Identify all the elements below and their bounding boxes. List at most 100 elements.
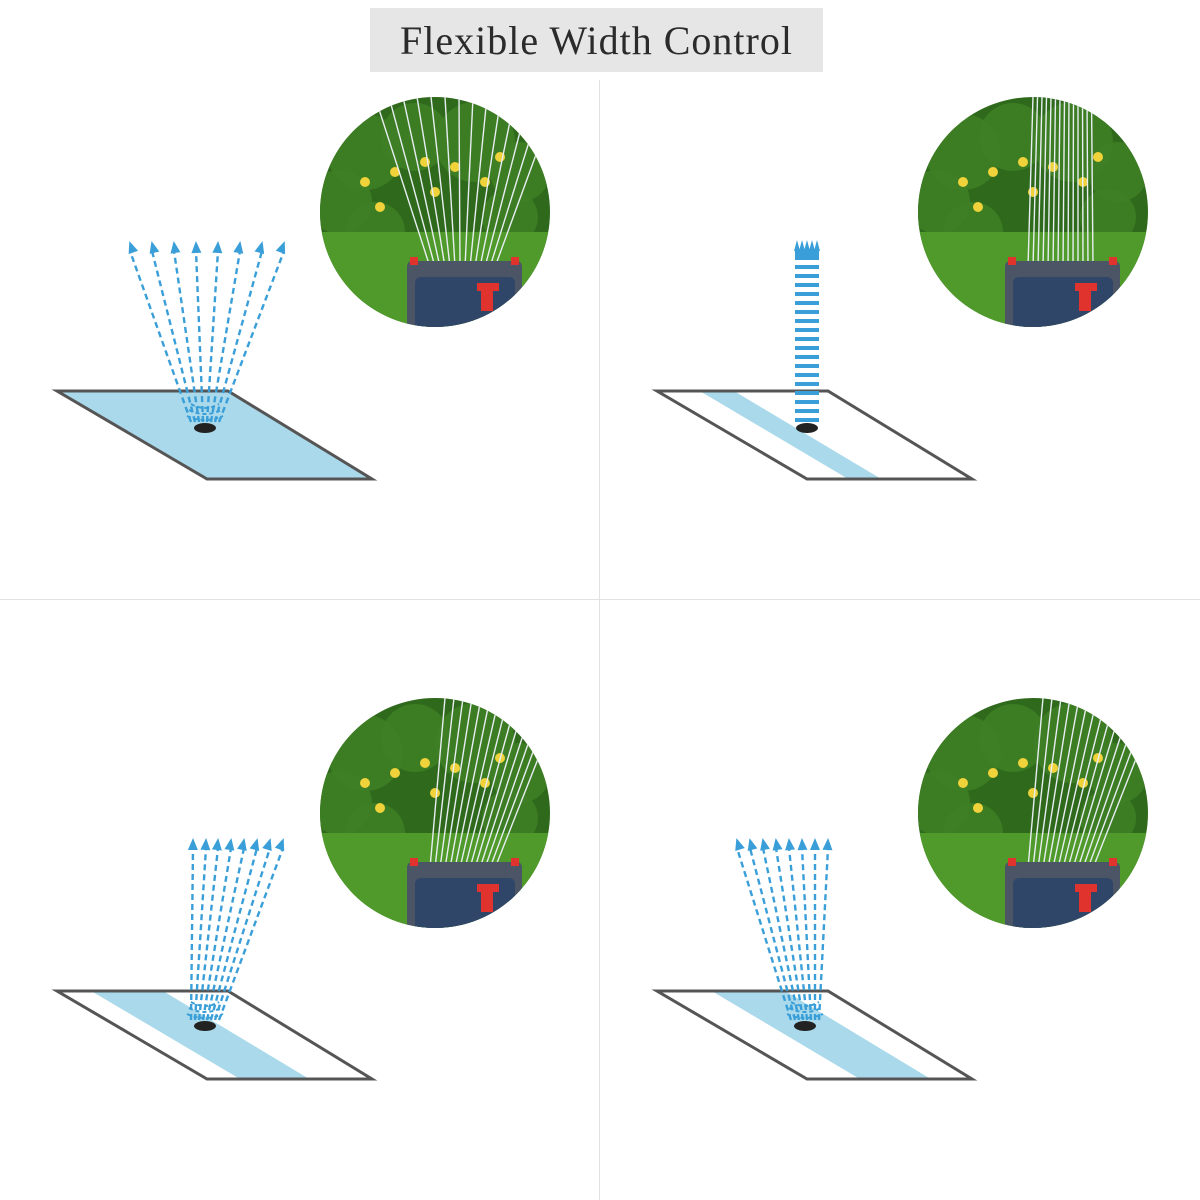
water-stream <box>1072 97 1075 268</box>
sprinkler-face <box>415 878 515 928</box>
water-jet <box>189 847 195 1021</box>
water-jet <box>209 250 242 423</box>
yellow-flower <box>390 167 400 177</box>
water-stream <box>469 698 518 869</box>
water-stream <box>1052 97 1057 268</box>
water-stream <box>416 97 446 268</box>
water-stream <box>479 97 516 268</box>
jet-arrowhead <box>810 838 820 850</box>
full-width-diagram <box>51 97 550 481</box>
water-stream <box>430 97 451 268</box>
spray-jets <box>735 838 833 1031</box>
yellow-flower <box>450 763 460 773</box>
lawn-plate <box>651 989 978 1081</box>
red-cap-right <box>1109 858 1117 866</box>
lawn-outline <box>51 989 378 1081</box>
yellow-flower <box>1048 763 1058 773</box>
nozzle-arc <box>190 403 220 409</box>
water-stream <box>1057 698 1098 869</box>
red-cap-left <box>1008 858 1016 866</box>
nozzle-arc <box>190 1001 220 1007</box>
water-stream <box>1032 698 1053 869</box>
water-coverage-area <box>91 991 310 1079</box>
water-stream <box>388 97 436 268</box>
sprinkler-photo <box>918 698 1148 928</box>
water-jet <box>735 847 793 1021</box>
jet-arrowhead <box>274 838 285 852</box>
water-jet <box>172 250 201 423</box>
yellow-flower <box>375 803 385 813</box>
yellow-flower <box>1093 152 1103 162</box>
yellow-flower <box>430 788 440 798</box>
water-stream <box>1027 97 1034 268</box>
water-stream <box>429 698 446 869</box>
jet-arrowhead <box>211 838 222 851</box>
water-stream <box>1037 97 1043 268</box>
page-title: Flexible Width Control <box>400 17 793 63</box>
bush <box>482 790 538 846</box>
water-coverage-area <box>57 391 372 479</box>
spray-column <box>794 240 820 433</box>
water-stream <box>449 698 482 869</box>
sprinkler-face <box>1013 878 1113 928</box>
sprinkler-hole <box>796 423 818 433</box>
water-jet <box>205 847 246 1021</box>
jet-arrowhead <box>128 241 139 255</box>
water-stream <box>1090 97 1094 268</box>
jet-arrowhead <box>254 241 265 254</box>
red-cap-left <box>410 858 418 866</box>
water-jet <box>205 250 220 423</box>
jet-arrowhead <box>191 241 202 254</box>
jet-arrowhead <box>772 838 783 851</box>
bush <box>1080 189 1136 245</box>
yellow-flower <box>360 177 370 187</box>
water-jet <box>774 847 805 1021</box>
right-side-diagram <box>651 698 1148 1081</box>
jet-arrowhead <box>187 838 198 851</box>
bush <box>979 103 1047 171</box>
red-cap-right <box>1109 257 1117 265</box>
water-stream <box>1042 698 1071 869</box>
water-jet <box>194 250 205 423</box>
nozzle-arc <box>188 409 222 415</box>
red-cap-left <box>1008 257 1016 265</box>
nozzle-arc <box>786 1013 824 1019</box>
sprinkler-hole <box>194 423 216 433</box>
red-cap-left <box>410 257 418 265</box>
yellow-flower <box>1028 788 1038 798</box>
panel-left-side <box>0 600 600 1200</box>
lawn-outline <box>51 389 378 481</box>
red-knob-top <box>477 884 499 892</box>
jet-arrowhead <box>804 240 810 251</box>
yellow-flower <box>360 778 370 788</box>
panel-narrow-center <box>600 0 1200 600</box>
yellow-flower <box>973 803 983 813</box>
red-knob-top <box>1075 884 1097 892</box>
water-stream <box>1057 97 1061 268</box>
water-stream <box>454 698 491 869</box>
water-stream <box>444 698 473 869</box>
yellow-flower <box>420 758 430 768</box>
panel-right-side <box>600 600 1200 1200</box>
water-stream <box>459 698 500 869</box>
sprinkler-photo <box>320 698 550 928</box>
water-stream <box>464 698 509 869</box>
water-jet <box>787 847 809 1021</box>
lawn-outline <box>651 389 978 481</box>
water-stream <box>1067 698 1116 869</box>
water-coverage-area <box>711 991 931 1079</box>
nozzle-arc <box>186 1013 224 1019</box>
jet-arrowhead <box>747 838 758 851</box>
title-banner: Flexible Width Control <box>370 8 823 72</box>
water-stream <box>1067 97 1070 268</box>
yellow-flower <box>450 162 460 172</box>
sprinkler-face <box>415 277 515 327</box>
jet-arrowhead <box>237 838 247 851</box>
water-stream <box>434 698 455 869</box>
water-stream <box>464 97 474 268</box>
red-knob-top <box>1075 283 1097 291</box>
water-stream <box>1081 97 1084 268</box>
jet-arrowhead <box>170 241 181 254</box>
red-knob <box>481 285 493 311</box>
bush <box>381 704 449 772</box>
